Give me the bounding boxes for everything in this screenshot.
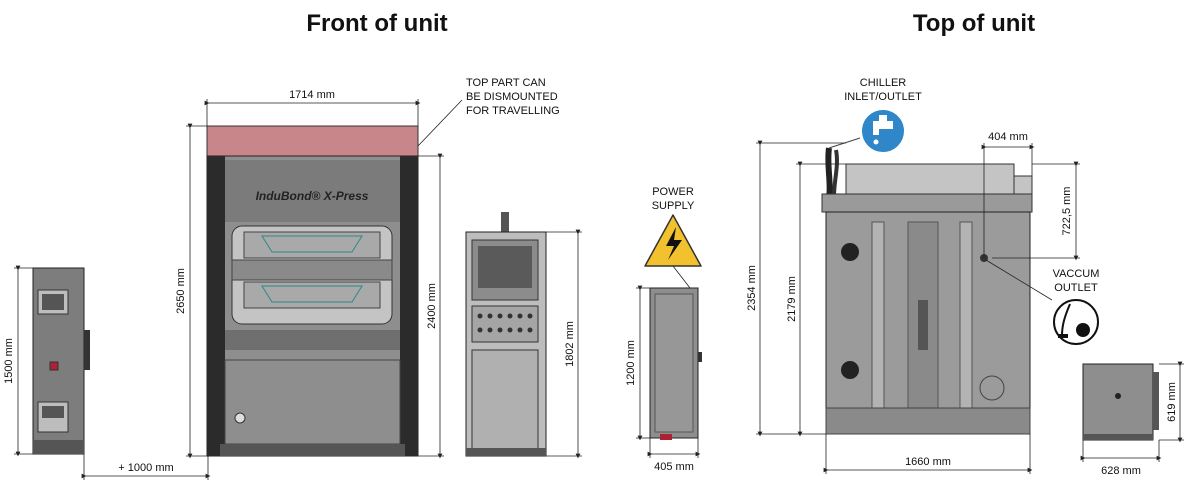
power-supply-cabinet (649, 287, 702, 440)
top-part-removable (206, 125, 419, 157)
control-cabinet (465, 212, 547, 457)
chiller-note-1: CHILLER (860, 77, 907, 89)
side-height-label: 1500 mm (3, 338, 15, 384)
front-title: Front of unit (306, 10, 447, 37)
press-front: InduBond® X-Press (206, 125, 419, 457)
cabinet-height-label: 1802 mm (564, 321, 576, 367)
top-offset-label: 404 mm (988, 131, 1028, 143)
press-height-total-label: 2650 mm (175, 268, 187, 314)
press-top-view (821, 163, 1033, 435)
power-width-label: 405 mm (654, 461, 694, 473)
vaccum-note-1: VACCUM (1053, 268, 1100, 280)
power-note-1: POWER (652, 186, 694, 198)
top-part-note-2: BE DISMOUNTED (466, 91, 558, 103)
power-note-2: SUPPLY (652, 200, 695, 212)
chiller-note-2: INLET/OUTLET (844, 91, 922, 103)
press-height-label: 2400 mm (426, 283, 438, 329)
power-height-label: 1200 mm (625, 340, 637, 386)
chiller-unit (1082, 363, 1159, 441)
top-width-label: 1660 mm (905, 456, 951, 468)
vacuum-cleaner-icon (1053, 299, 1099, 345)
top-part-note-1: TOP PART CAN (466, 77, 546, 89)
clearance-label: + 1000 mm (118, 462, 173, 474)
chiller-height-label: 619 mm (1166, 382, 1178, 422)
top-depth-total-label: 2354 mm (746, 265, 758, 311)
water-tap-icon (860, 108, 906, 154)
side-unit (32, 267, 90, 455)
chiller-width-label: 628 mm (1101, 465, 1141, 477)
press-width-label: 1714 mm (289, 89, 335, 101)
warning-voltage-icon (644, 214, 702, 267)
vaccum-note-2: OUTLET (1054, 282, 1098, 294)
brand-label: InduBond® X-Press (256, 189, 369, 203)
top-title: Top of unit (913, 10, 1035, 37)
top-part-note-3: FOR TRAVELLING (466, 105, 560, 117)
top-depth-label: 2179 mm (786, 276, 798, 322)
top-protrude-label: 722,5 mm (1061, 187, 1073, 236)
